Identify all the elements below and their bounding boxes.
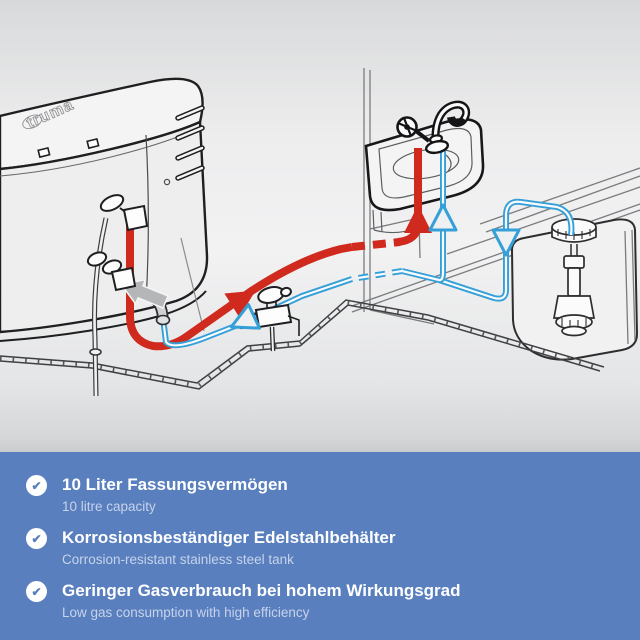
cold-flow-arrow-down [491,228,521,257]
installation-diagram: truma [0,0,640,452]
feature-item-stainless: ✔ Korrosionsbeständiger Edelstahlbehälte… [26,527,612,568]
drain-tube [89,217,109,397]
checkmark-glyph: ✔ [31,584,42,599]
feature-title-de: Geringer Gasverbrauch bei hohem Wirkungs… [62,581,461,600]
diagram-canvas: truma [0,0,640,452]
feature-title-de: 10 Liter Fassungsvermögen [62,475,288,494]
feature-subtitle-en: 10 litre capacity [62,499,156,514]
check-circle-icon: ✔ [26,581,47,602]
checkmark-glyph: ✔ [31,531,42,546]
feature-subtitle-en: Corrosion-resistant stainless steel tank [62,552,294,567]
hot-flow-arrow-right [224,290,256,318]
hot-flow-arrow-up [404,205,432,233]
screw-detail [163,178,171,186]
submersible-pump [551,218,597,337]
fresh-water-tank [510,218,639,361]
faucet [396,100,471,155]
safety-drain-valve [239,286,300,352]
feature-subtitle-en: Low gas consumption with high efficiency [62,605,310,620]
check-circle-icon: ✔ [26,528,47,549]
features-panel: ✔ 10 Liter Fassungsvermögen 10 litre cap… [0,452,640,640]
checkmark-glyph: ✔ [31,478,42,493]
mounting-clip [86,137,100,150]
cold-water-pipe [160,150,575,349]
boiler-valves [86,194,149,292]
floor-steps [0,299,605,390]
hot-pipe-hidden-section [351,238,401,251]
vent-slats [175,105,205,181]
feature-item-efficiency: ✔ Geringer Gasverbrauch bei hohem Wirkun… [26,580,612,621]
feature-title-de: Korrosionsbeständiger Edelstahlbehälter [62,528,396,547]
mounting-clip [37,146,51,159]
feature-item-capacity: ✔ 10 Liter Fassungsvermögen 10 litre cap… [26,474,612,515]
sink [364,118,485,234]
flow-arrows [224,203,521,330]
cold-flow-arrow-up [428,203,458,232]
check-circle-icon: ✔ [26,475,47,496]
cold-flow-arrow-left [229,303,261,330]
